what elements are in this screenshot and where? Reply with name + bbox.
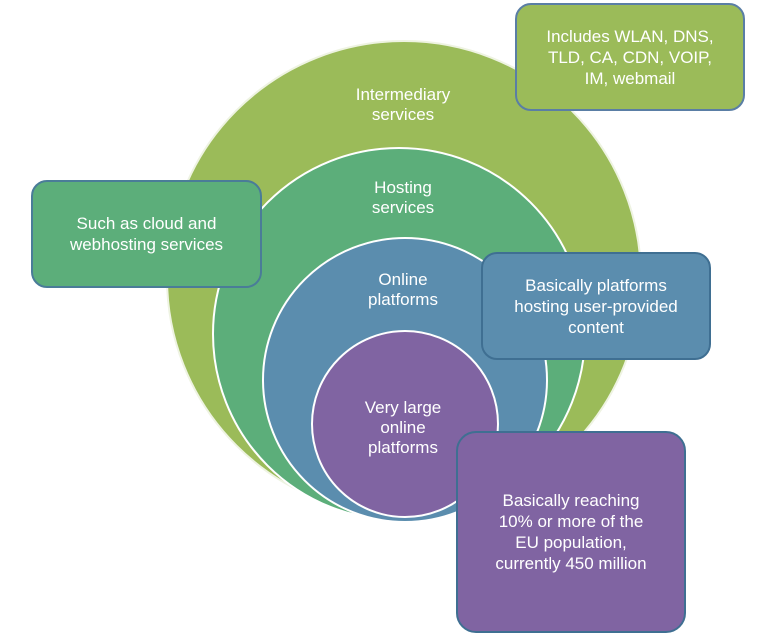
- hosting-services-label: Hosting services: [371, 178, 435, 217]
- online-platforms-callout: Basically platforms hosting user-provide…: [481, 252, 711, 360]
- very-large-online-platforms-label: Very large online platforms: [364, 398, 442, 457]
- hosting-services-callout: Such as cloud and webhosting services: [31, 180, 262, 288]
- intermediary-services-callout: Includes WLAN, DNS, TLD, CA, CDN, VOIP, …: [515, 3, 745, 111]
- intermediary-services-label: Intermediary services: [355, 85, 451, 124]
- very-large-online-platforms-callout: Basically reaching 10% or more of the EU…: [456, 431, 686, 633]
- online-platforms-label: Online platforms: [368, 270, 438, 309]
